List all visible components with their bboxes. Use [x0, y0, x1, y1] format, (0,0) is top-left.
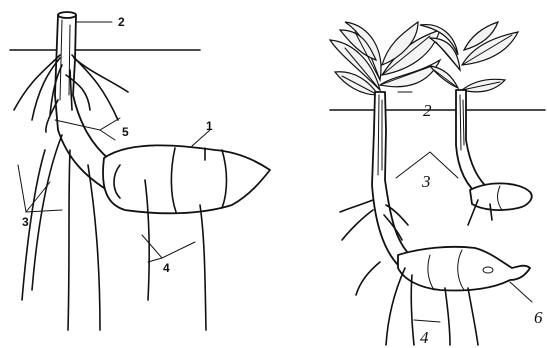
left-label-4: 4: [163, 261, 170, 275]
right-figure: 2 3 6 4: [330, 22, 545, 347]
right-label-2: 2: [423, 101, 432, 120]
right-label-6: 6: [534, 308, 543, 327]
right-leaves-left: [330, 22, 440, 95]
right-label-4: 4: [420, 328, 429, 347]
right-label-3: 3: [421, 172, 431, 191]
left-label-5: 5: [122, 125, 129, 139]
left-stem: [55, 15, 110, 188]
right-large-tuber: [398, 247, 530, 291]
left-label-3: 3: [22, 215, 29, 229]
right-stem-left: [372, 92, 410, 265]
left-tuber: [103, 145, 270, 213]
left-figure: 2 1 5 3 4: [10, 12, 270, 330]
left-label-1: 1: [206, 119, 213, 133]
left-label-2: 2: [118, 15, 125, 29]
right-small-tuber: [470, 183, 532, 210]
